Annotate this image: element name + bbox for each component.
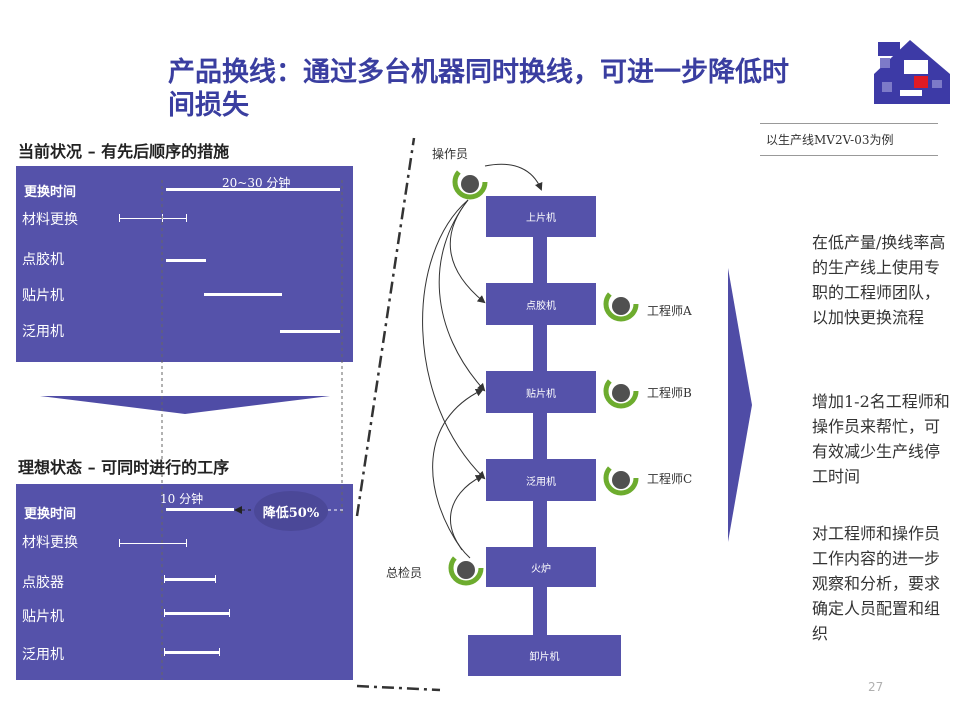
current-row-label: 泛用机 [22, 324, 64, 340]
ideal-row-label: 材料更换 [22, 535, 78, 551]
flow-connector [533, 587, 547, 635]
right-point: 增加1-2名工程师和操作员来帮忙，可有效减少生产线停工时间 [812, 392, 950, 486]
current-gantt-panel [16, 166, 353, 362]
right-point: 在低产量/换线率高的生产线上使用专职的工程师团队，以加快更换流程 [812, 233, 946, 327]
ideal-row-label: 更换时间 [24, 507, 77, 522]
page-number: 27 [868, 680, 884, 694]
flow-connector [533, 237, 547, 283]
example-note: 以生产线MV2V-03为例 [766, 133, 894, 147]
example-rule-bottom [760, 155, 938, 156]
ideal-duration-label: 10 分钟 [160, 492, 204, 506]
engineer-person-icon [603, 286, 639, 322]
right-point: 对工程师和操作员工作内容的进一步观察和分析，要求确定人员配置和组织 [812, 524, 941, 643]
ideal-material-bar [119, 543, 186, 544]
current-dispenser-bar [166, 259, 206, 262]
current-row-label: 贴片机 [22, 288, 64, 304]
ideal-dispenser-bar [164, 578, 216, 581]
operator-label: 操作员 [432, 147, 469, 161]
transition-arrow-icon [40, 396, 330, 414]
ideal-general-bar [164, 651, 220, 654]
logo-icon [874, 40, 950, 104]
current-row-label: 点胶机 [22, 252, 64, 268]
flow-connector [533, 501, 547, 547]
bar-tick [219, 648, 220, 656]
engineer-person-icon [603, 373, 639, 409]
bar-tick [164, 609, 165, 617]
ideal-mounter-bar [164, 612, 230, 615]
ideal-row-label: 点胶器 [22, 575, 64, 591]
inspector-person-icon [448, 550, 484, 586]
station-box: 卸片机 [468, 635, 621, 676]
bar-tick [164, 575, 165, 583]
inspector-label: 总检员 [386, 566, 423, 580]
station-box: 上片机 [486, 196, 596, 237]
current-general-bar [280, 330, 340, 333]
bar-tick [229, 609, 230, 617]
engineer-person-icon [603, 460, 639, 496]
operator-person-icon [452, 164, 488, 200]
current-row-label: 材料更换 [22, 212, 78, 228]
station-box: 火炉 [486, 547, 596, 587]
reduction-badge: 降低50% [254, 491, 328, 531]
current-row-label: 更换时间 [24, 185, 77, 200]
station-box: 贴片机 [486, 371, 596, 413]
ideal-heading: 理想状态 – 可同时进行的工序 [18, 458, 230, 477]
example-rule-top [760, 123, 938, 124]
bar-tick [186, 214, 187, 222]
engineer-label: 工程师A [647, 304, 692, 318]
bar-tick [119, 214, 120, 222]
current-heading: 当前状况 – 有先后顺序的措施 [18, 142, 230, 161]
current-mounter-bar [204, 293, 282, 296]
current-total-bar [166, 188, 340, 191]
ideal-row-label: 贴片机 [22, 609, 64, 625]
engineer-label: 工程师B [647, 386, 692, 400]
engineer-label: 工程师C [647, 472, 693, 486]
ideal-total-bar [166, 508, 234, 511]
current-material-bar [119, 218, 186, 219]
bar-tick [186, 539, 187, 547]
chevron-right-icon [728, 268, 752, 542]
station-box: 点胶机 [486, 283, 596, 325]
bar-tick [215, 575, 216, 583]
flow-connector [533, 413, 547, 459]
ideal-row-label: 泛用机 [22, 647, 64, 663]
bar-tick [164, 648, 165, 656]
station-box: 泛用机 [486, 459, 596, 501]
page-title: 产品换线：通过多台机器同时换线，可进一步降低时间损失 [168, 57, 789, 121]
flow-connector [533, 325, 547, 371]
current-duration-label: 20~30 分钟 [222, 176, 291, 190]
bar-tick [119, 539, 120, 547]
